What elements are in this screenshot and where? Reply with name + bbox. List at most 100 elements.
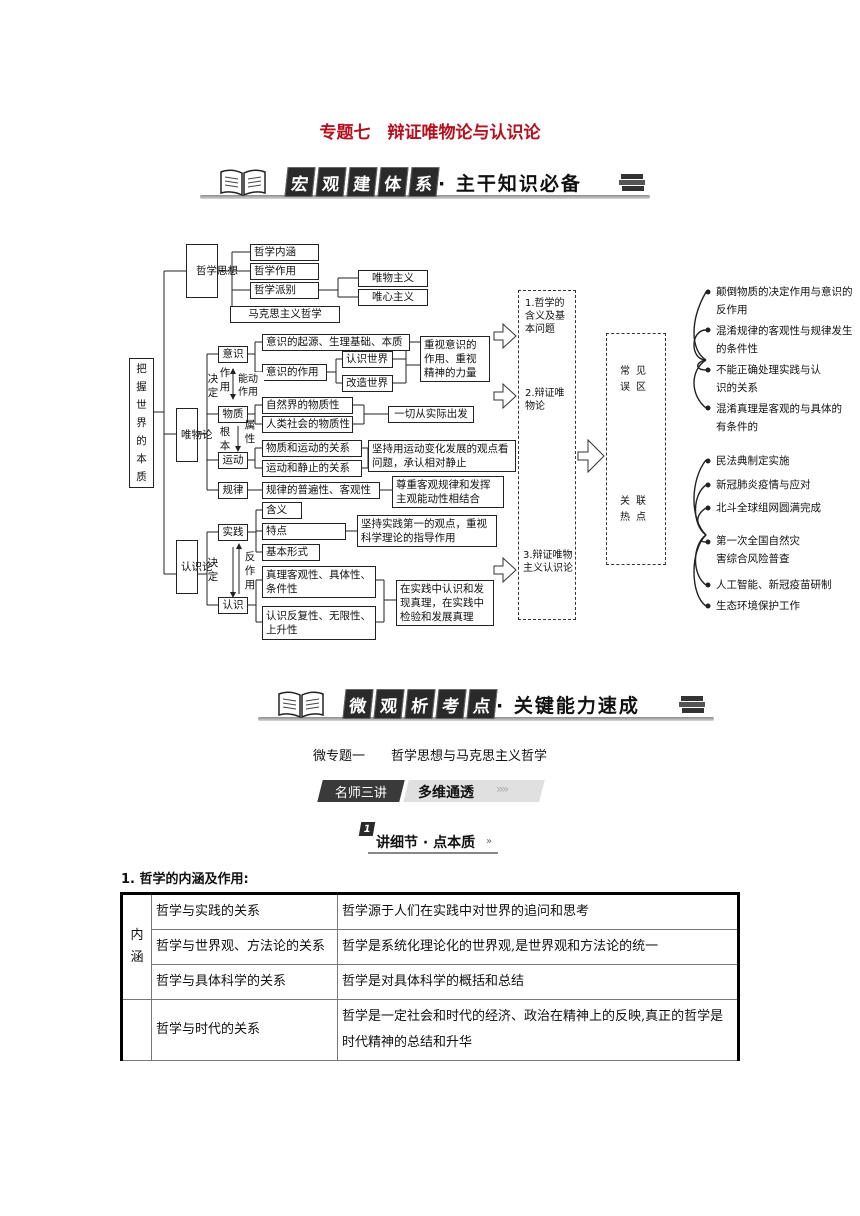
- matter-motion-box: 物质和运动的关系: [262, 440, 362, 457]
- decides-label: 决定: [207, 373, 219, 399]
- truth-box: 真理客观性、具体性、条件性: [262, 566, 376, 598]
- section-banner-micro: 微 观 析 考 点 · 关键能力速成: [258, 685, 714, 731]
- motion-box: 运动: [218, 452, 248, 469]
- know-world-box: 认识世界: [342, 351, 393, 368]
- cognition-principle-box: 在实践中认识和发现真理，在实践中检验和发展真理: [396, 580, 494, 626]
- misconception-item: 混淆规律的客观性与规律发生的条件性: [716, 325, 853, 355]
- misconception-item: 混淆真理是客观的与具体的有条件的: [716, 403, 842, 433]
- react-label: 反作用: [244, 551, 256, 591]
- mind-map-connectors: [154, 251, 711, 623]
- banner-tiles: 微 观 析 考 点: [342, 689, 498, 721]
- middle-item-1: 1.哲学的含义及基本问题: [525, 298, 565, 335]
- page-title: 专题七 辩证唯物论与认识论: [319, 123, 541, 143]
- misconception-item: 颠倒物质的决定作用与意识的反作用: [716, 286, 853, 316]
- table-group-cell: 内涵: [121, 893, 152, 1000]
- philosophy-branch: 哲学思想: [186, 244, 238, 298]
- nature-materiality-box: 自然界的物质性: [262, 397, 353, 414]
- middle-item-2: 2.辩证唯物论: [525, 388, 565, 412]
- practice-features-box: 特点: [262, 523, 346, 540]
- epistemology-branch: 认识论: [176, 540, 213, 594]
- hotspot-item: 人工智能、新冠疫苗研制: [716, 579, 832, 591]
- consciousness-origin-box: 意识的起源、生理基础、本质: [262, 334, 410, 351]
- banner-subtitle: · 关键能力速成: [496, 695, 640, 717]
- table-content-cell: 哲学是系统化理论化的世界观,是世界观和方法论的统一: [337, 929, 739, 965]
- books-stack-icon: [619, 174, 645, 191]
- hotspot-item: 民法典制定实施: [716, 455, 790, 467]
- table-row: 哲学与具体科学的关系 哲学是对具体科学的概括和总结: [122, 964, 739, 1000]
- materialism-box: 唯物主义: [358, 270, 428, 287]
- acts-label: 作用: [219, 367, 231, 393]
- materialism-branch: 唯物论: [176, 408, 213, 462]
- philosophy-schools-box: 哲学派别: [250, 282, 319, 299]
- chevrons-icon: ››››: [496, 782, 509, 796]
- society-materiality-box: 人类社会的物质性: [262, 416, 353, 433]
- misconception-item: 不能正确处理实践与认识的关系: [716, 364, 821, 394]
- matter-box: 物质: [218, 406, 248, 423]
- practice-meaning-box: 含义: [262, 502, 302, 519]
- decides-label-2: 决定: [207, 557, 219, 583]
- book-icon: [220, 169, 266, 197]
- consciousness-box: 意识: [218, 346, 248, 363]
- consciousness-role-box: 意识的作用: [262, 364, 327, 381]
- cognition-box: 认识: [218, 597, 248, 614]
- section-heading: 1. 哲学的内涵及作用:: [121, 872, 249, 887]
- law-box: 规律: [218, 482, 248, 499]
- philosophy-role-box: 哲学作用: [250, 263, 319, 280]
- banner-tile: 点: [466, 689, 498, 719]
- from-reality-box: 一切从实际出发: [388, 406, 474, 423]
- table-row: 内涵 哲学与实践的关系 哲学源于人们在实践中对世界的追问和思考: [121, 893, 739, 1000]
- law-principle-box: 尊重客观规律和发挥主观能动性相结合: [392, 476, 504, 508]
- idealism-box: 唯心主义: [358, 289, 428, 306]
- practice-principle-box: 坚持实践第一的观点，重视科学理论的指导作用: [357, 515, 497, 547]
- lecture-tag: 1 讲细节 · 点本质 »: [358, 822, 500, 854]
- motion-principle-box: 坚持用运动变化发展的观点看问题，承认相对静止: [368, 440, 516, 472]
- double-chevron-icon: »: [486, 836, 493, 847]
- master-tag-text: 多维通透: [418, 785, 474, 801]
- master-tag: 名师三讲 多维通透 ››››: [317, 780, 545, 802]
- banner-tile: 考: [435, 689, 467, 719]
- master-tag-dark: 名师三讲: [317, 780, 405, 802]
- marxism-box: 马克思主义哲学: [230, 306, 340, 323]
- middle-item-3: 3.辩证唯物主义认识论: [523, 550, 573, 574]
- banner-tile: 微: [342, 689, 374, 719]
- section-banner-macro: 宏 观 建 体 系 · 主干知识必备: [200, 163, 650, 209]
- table-topic-cell: 哲学与世界观、方法论的关系: [151, 929, 338, 965]
- root-label: 把握世界的本质: [136, 363, 147, 483]
- banner-tile: 析: [404, 689, 436, 719]
- attribute-label: 属性: [244, 419, 256, 445]
- misconception-title: 常见误区: [620, 366, 652, 393]
- table-row: 哲学与世界观、方法论的关系 哲学是系统化理论化的世界观,是世界观和方法论的统一: [122, 929, 739, 965]
- middle-summary: 1.哲学的含义及基本问题 2.辩证唯物论 3.辩证唯物主义认识论: [518, 290, 576, 620]
- hotspot-item: 新冠肺炎疫情与应对: [716, 479, 811, 491]
- practice-box: 实践: [218, 524, 248, 541]
- lecture-number-badge: 1: [358, 822, 376, 836]
- subtopic-title: 微专题一 哲学思想与马克思主义哲学: [312, 749, 547, 764]
- hotspot-title: 关联热点: [620, 496, 652, 523]
- banner-tile: 观: [373, 689, 405, 719]
- hotspot-item: 生态环境保护工作: [716, 600, 800, 612]
- books-stack-icon: [679, 696, 705, 713]
- active-role-label: 能动作用: [238, 372, 264, 400]
- root-attr-label: 根本: [219, 426, 231, 452]
- lecture-tag-underline: [368, 852, 498, 854]
- root-box: 把握世界的本质: [129, 358, 154, 488]
- lecture-tag-text: 讲细节 · 点本质: [376, 835, 476, 851]
- practice-forms-box: 基本形式: [262, 544, 320, 561]
- table-content-cell: 哲学是一定社会和时代的经济、政治在精神上的反映,真正的哲学是时代精神的总结和升华: [337, 999, 739, 1061]
- table-topic-cell: 哲学与实践的关系: [151, 893, 338, 930]
- table-row: 哲学与时代的关系 哲学是一定社会和时代的经济、政治在精神上的反映,真正的哲学是时…: [121, 999, 739, 1061]
- right-summary: 常见误区 关联热点: [606, 333, 666, 565]
- table-topic-cell: 哲学与具体科学的关系: [151, 964, 338, 1000]
- table-topic-cell: 哲学与时代的关系: [151, 999, 338, 1061]
- table-group-cell-empty: [121, 999, 152, 1061]
- book-icon: [278, 691, 324, 719]
- consciousness-power-box: 重视意识的作用、重视精神的力量: [420, 336, 490, 382]
- hotspot-item: 北斗全球组网圆满完成: [716, 502, 821, 514]
- table-content-cell: 哲学源于人们在实践中对世界的追问和思考: [337, 893, 739, 930]
- motion-rest-box: 运动和静止的关系: [262, 460, 362, 477]
- table-content-cell: 哲学是对具体科学的概括和总结: [337, 964, 739, 1000]
- mind-map: 把握世界的本质 哲学思想 哲学内涵 哲学作用 哲学派别 唯物主义 唯心主义 马克…: [129, 244, 853, 640]
- change-world-box: 改造世界: [342, 375, 393, 392]
- hotspot-item: 第一次全国自然灾害综合风险普查: [716, 535, 800, 565]
- cognition-process-box: 认识反复性、无限性、上升性: [262, 606, 376, 640]
